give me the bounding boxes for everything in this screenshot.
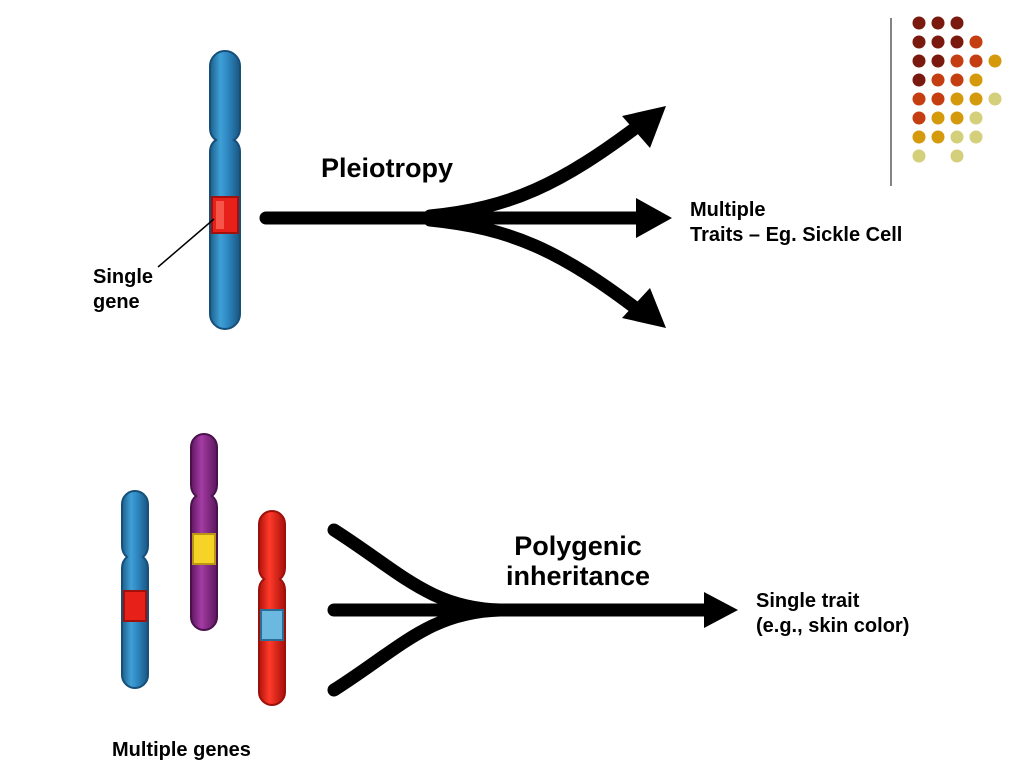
decor-dot (950, 16, 964, 30)
decor-dot (912, 54, 926, 68)
single-trait-line1: Single trait (756, 590, 860, 612)
decor-dot (912, 92, 926, 106)
decor-dot (931, 92, 945, 106)
single-trait-label: Single trait (e.g., skin color) (756, 589, 909, 639)
decor-dot (950, 149, 964, 163)
decor-dot (969, 73, 983, 87)
gene-band-lightblue (260, 609, 284, 641)
blue-chromosome (121, 490, 149, 689)
pleiotropy-title: Pleiotropy (321, 153, 454, 183)
purple-chromosome (190, 433, 218, 631)
multiple-traits-line2: Traits – Eg. Sickle Cell (690, 224, 903, 246)
decor-dot (950, 111, 964, 125)
decor-dot (969, 130, 983, 144)
gene-band-yellow (192, 533, 216, 565)
decor-dot (950, 73, 964, 87)
upper-arrowhead (622, 106, 666, 148)
single-chromosome (209, 50, 241, 330)
polygenic-title-line2: inheritance (505, 561, 651, 591)
decor-dot (969, 92, 983, 106)
upper-arrow-shaft (423, 116, 649, 223)
decor-dot (931, 16, 945, 30)
decor-dot (912, 111, 926, 125)
decor-dot (969, 54, 983, 68)
red-chromosome (258, 510, 286, 706)
middle-arrowhead (636, 198, 672, 238)
decor-dot (931, 130, 945, 144)
decor-dot (912, 16, 926, 30)
upper-input-shaft (327, 523, 507, 617)
gene-band-red (123, 590, 147, 622)
decor-dot (912, 149, 926, 163)
single-gene-band (211, 196, 239, 234)
decor-dot (950, 130, 964, 144)
polygenic-title-line1: Polygenic (514, 531, 642, 561)
decorative-dot-grid (912, 16, 1002, 163)
decor-dot (931, 54, 945, 68)
decor-dot (931, 35, 945, 49)
gene-pointer-line (157, 218, 215, 268)
polygenic-arrows (327, 523, 723, 697)
decor-dot (969, 111, 983, 125)
decor-dot (950, 92, 964, 106)
multiple-traits-line1: Multiple (690, 199, 766, 221)
single-gene-label: Single gene (93, 265, 153, 315)
decor-dot (950, 35, 964, 49)
polygenic-title: Polygenic inheritance (478, 531, 678, 591)
multiple-traits-label: Multiple Traits – Eg. Sickle Cell (690, 198, 902, 248)
decor-dot (912, 73, 926, 87)
decor-dot (988, 92, 1002, 106)
lower-arrowhead (622, 288, 666, 328)
decor-dot (969, 35, 983, 49)
decor-dot (988, 54, 1002, 68)
decor-dot (912, 130, 926, 144)
single-gene-label-line1: Single (93, 266, 154, 288)
decor-dot (931, 73, 945, 87)
decor-dot (912, 35, 926, 49)
single-trait-line2: (e.g., skin color) (756, 615, 910, 637)
lower-input-shaft (327, 603, 507, 697)
output-arrowhead (704, 592, 738, 628)
decor-dot (950, 54, 964, 68)
multiple-genes-label: Multiple genes (112, 739, 251, 761)
lower-arrow-shaft (423, 213, 649, 320)
single-gene-label-line2: gene (93, 291, 140, 313)
decor-dot (931, 111, 945, 125)
pleiotropy-arrows (259, 116, 655, 320)
